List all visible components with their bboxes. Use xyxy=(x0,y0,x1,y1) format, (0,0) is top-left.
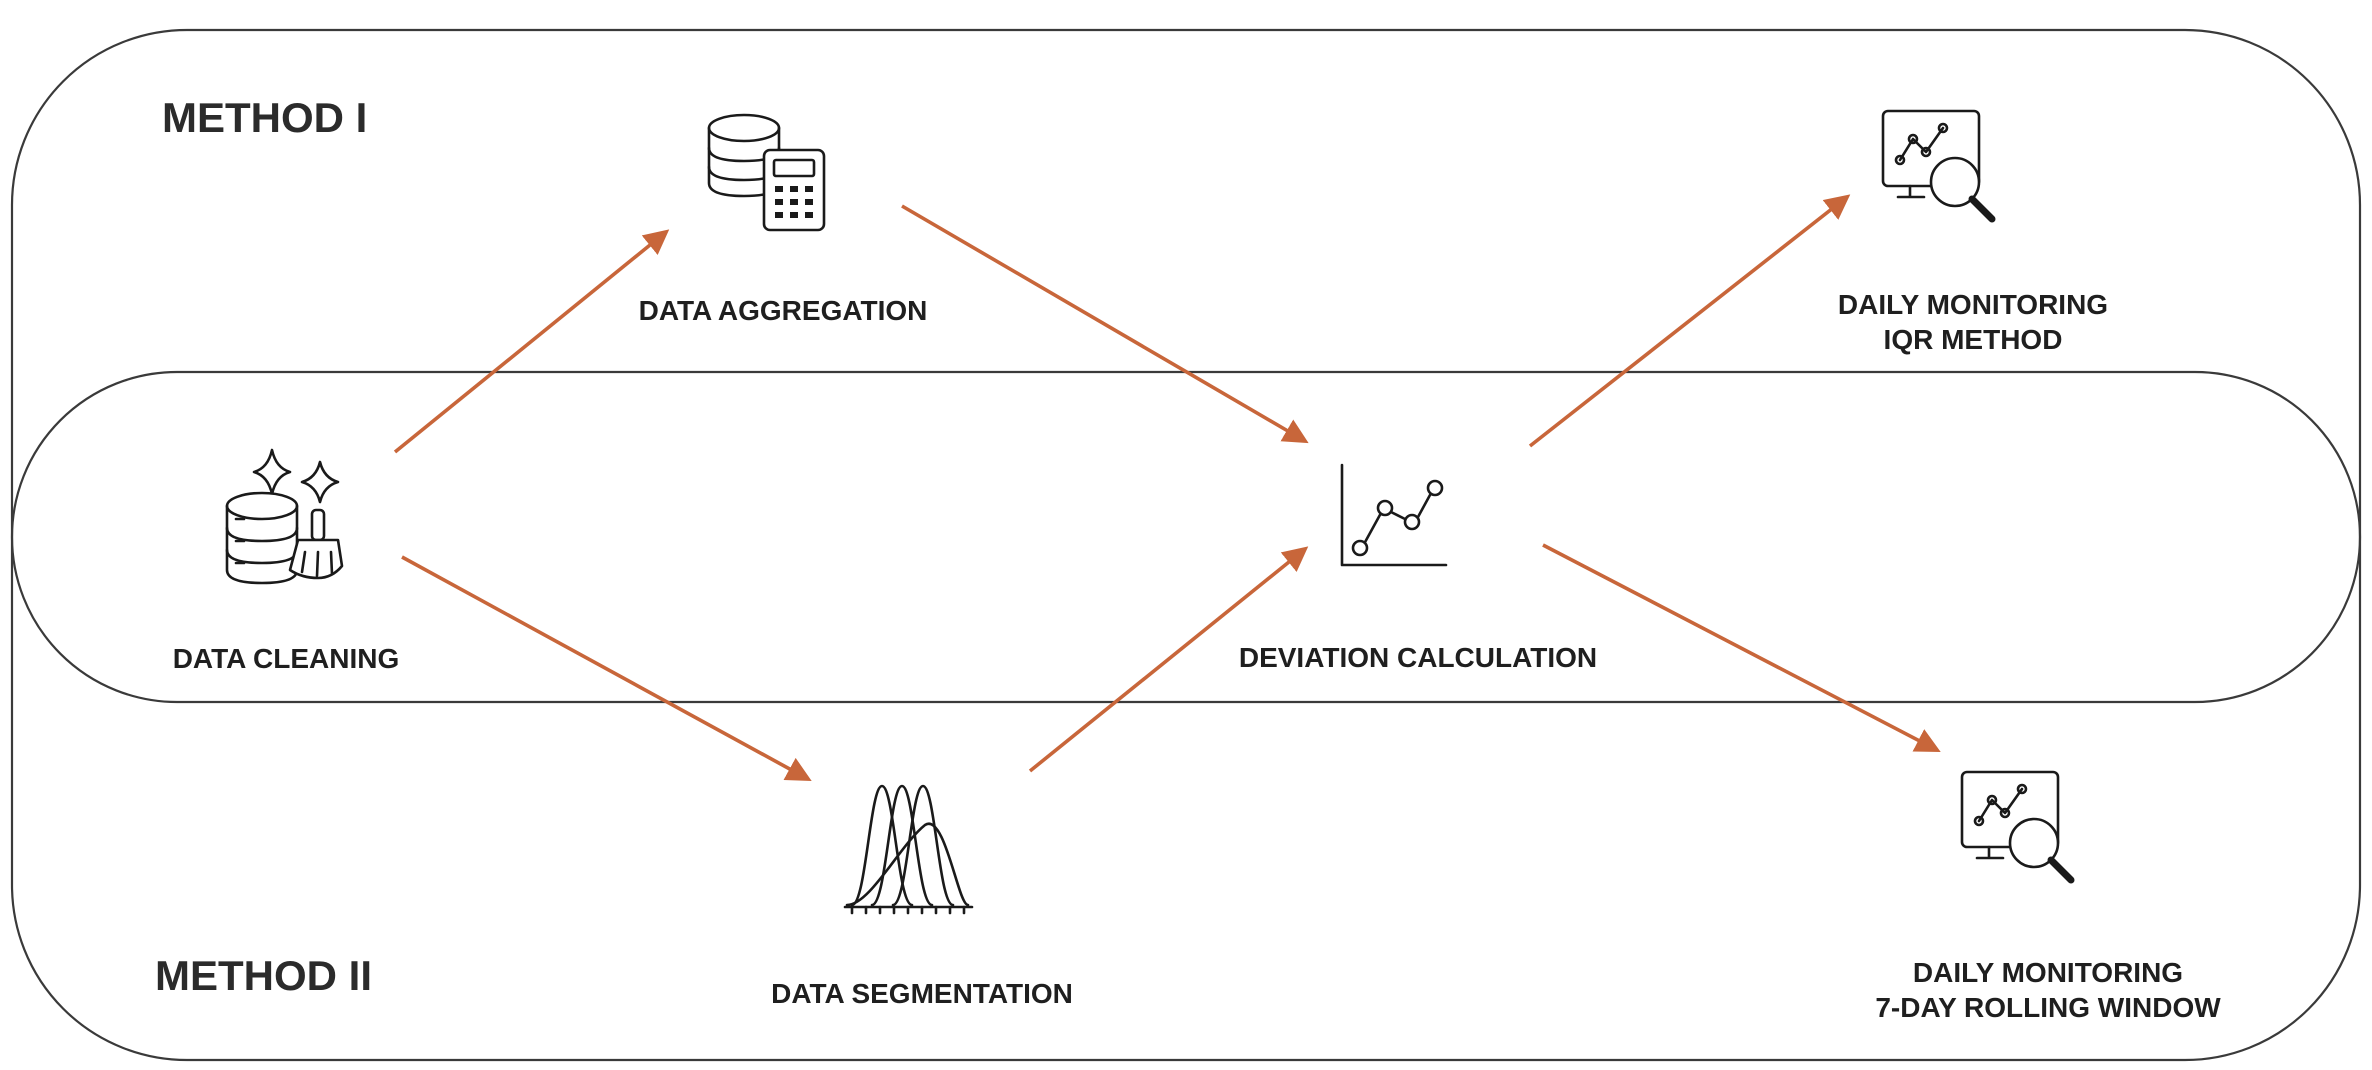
method-2-label: METHOD II xyxy=(155,952,372,999)
monitor-magnifier-icon xyxy=(1881,109,1996,223)
database-broom-sparkles-icon xyxy=(225,448,344,585)
outer-container xyxy=(10,28,2362,1062)
arrow-segmentation-to-deviation xyxy=(1028,546,1309,773)
arrow-deviation-to-iqr xyxy=(1528,194,1851,448)
iqr-monitoring-label-line-1: DAILY MONITORING xyxy=(1838,289,2108,320)
database-calculator-icon xyxy=(707,113,826,232)
deviation-calculation-label: DEVIATION CALCULATION xyxy=(1239,642,1597,673)
distribution-curves-icon xyxy=(843,784,974,915)
iqr-monitoring-label-line-2: IQR METHOD xyxy=(1884,324,2063,355)
monitor-magnifier-icon xyxy=(1960,770,2075,884)
arrow-cleaning-to-aggregation xyxy=(393,229,670,454)
arrow-deviation-to-rolling xyxy=(1542,543,1941,752)
line-chart-icon xyxy=(1340,463,1448,567)
method-1-label: METHOD I xyxy=(162,94,367,141)
data-cleaning-label: DATA CLEANING xyxy=(173,643,400,674)
data-aggregation-label: DATA AGGREGATION xyxy=(639,295,928,326)
arrows xyxy=(393,194,1941,782)
rolling-monitoring-label-line-1: DAILY MONITORING xyxy=(1913,957,2183,988)
rolling-monitoring-label-line-2: 7-DAY ROLLING WINDOW xyxy=(1875,992,2221,1023)
data-segmentation-label: DATA SEGMENTATION xyxy=(771,978,1073,1009)
arrow-cleaning-to-segmentation xyxy=(401,555,812,782)
arrow-aggregation-to-deviation xyxy=(901,204,1309,444)
